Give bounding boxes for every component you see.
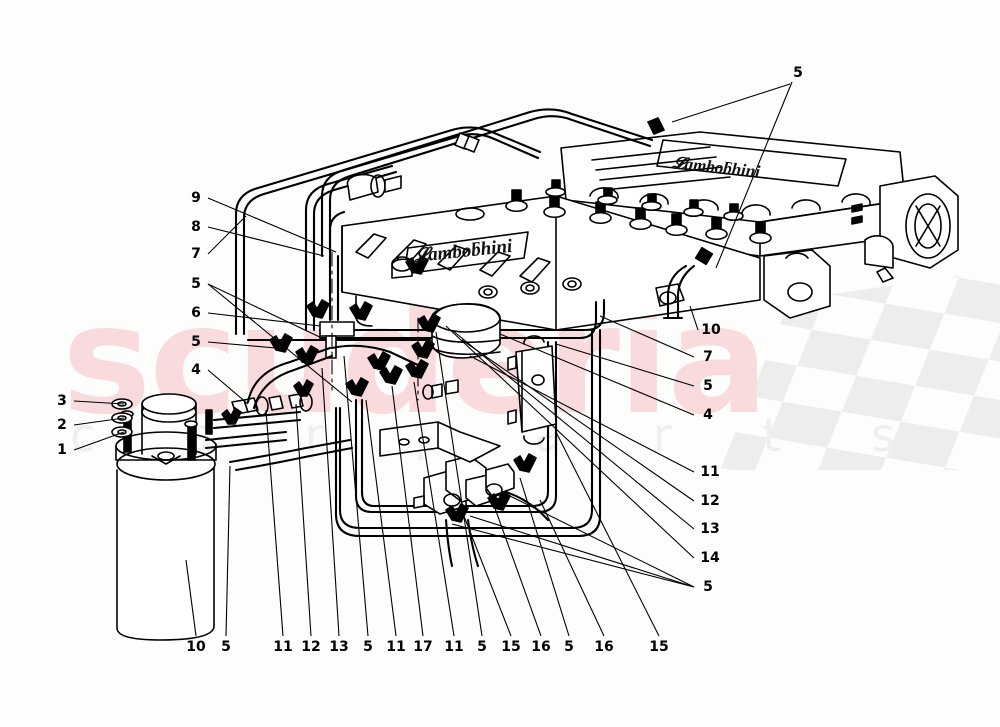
leader-lines (73, 81, 793, 637)
callout-left-1[interactable]: 1 (57, 442, 67, 458)
callout-bottom-17[interactable]: 17 (413, 639, 433, 655)
relay-plate (507, 335, 557, 445)
callout-left-4[interactable]: 4 (191, 362, 201, 378)
left-riser-tube (328, 210, 346, 322)
throttle-body (851, 175, 959, 283)
callout-right-7[interactable]: 7 (703, 349, 713, 365)
upper-vacuum-tubes (234, 108, 654, 336)
bottom-hose-runs (444, 490, 550, 568)
callout-left-3[interactable]: 3 (57, 393, 67, 409)
callout-top-5[interactable]: 5 (793, 65, 803, 81)
connector-cluster (345, 377, 459, 400)
callout-bottom-11c[interactable]: 11 (444, 639, 464, 655)
callout-bottom-12[interactable]: 12 (301, 639, 321, 655)
callout-bottom-5c[interactable]: 5 (477, 639, 487, 655)
hose-collars-upper (346, 117, 665, 201)
callout-bottom-15a[interactable]: 15 (501, 639, 521, 655)
callout-bottom-11b[interactable]: 11 (386, 639, 406, 655)
callout-left-5a[interactable]: 5 (191, 276, 201, 292)
carbon-canister (111, 393, 217, 641)
callout-bottom-13[interactable]: 13 (329, 639, 349, 655)
callout-left-7[interactable]: 7 (191, 246, 201, 262)
callout-left-9[interactable]: 9 (191, 190, 201, 206)
callout-bottom-10[interactable]: 10 (186, 639, 206, 655)
callout-bottom-11a[interactable]: 11 (273, 639, 293, 655)
cover-studs (505, 179, 772, 245)
callout-left-2[interactable]: 2 (57, 417, 67, 433)
centre-axis-line (331, 251, 419, 401)
lower-hose-runs (228, 344, 422, 472)
callout-right-13[interactable]: 13 (700, 521, 720, 537)
callout-right-10[interactable]: 10 (701, 322, 721, 338)
pressure-reservoir (367, 302, 501, 385)
callout-left-6[interactable]: 6 (191, 305, 201, 321)
callout-left-8[interactable]: 8 (191, 219, 201, 235)
purge-valve-assembly (413, 453, 537, 523)
cam-cover (341, 195, 761, 331)
mounting-bracket (379, 421, 501, 463)
callout-bottom-5d[interactable]: 5 (564, 639, 574, 655)
callout-right-5a[interactable]: 5 (703, 378, 713, 394)
callout-bottom-5a[interactable]: 5 (221, 639, 231, 655)
right-riser-hose (662, 246, 714, 320)
callout-right-5b[interactable]: 5 (703, 579, 713, 595)
callout-left-5b[interactable]: 5 (191, 334, 201, 350)
cam-cover-stubs (355, 255, 429, 327)
callout-right-14[interactable]: 14 (700, 550, 720, 566)
callout-bottom-15b[interactable]: 15 (649, 639, 669, 655)
callout-bottom-5b[interactable]: 5 (363, 639, 373, 655)
callout-right-11[interactable]: 11 (700, 464, 720, 480)
callout-bottom-16b[interactable]: 16 (594, 639, 614, 655)
callout-bottom-16a[interactable]: 16 (531, 639, 551, 655)
callout-right-4[interactable]: 4 (703, 407, 713, 423)
callout-right-12[interactable]: 12 (700, 493, 720, 509)
